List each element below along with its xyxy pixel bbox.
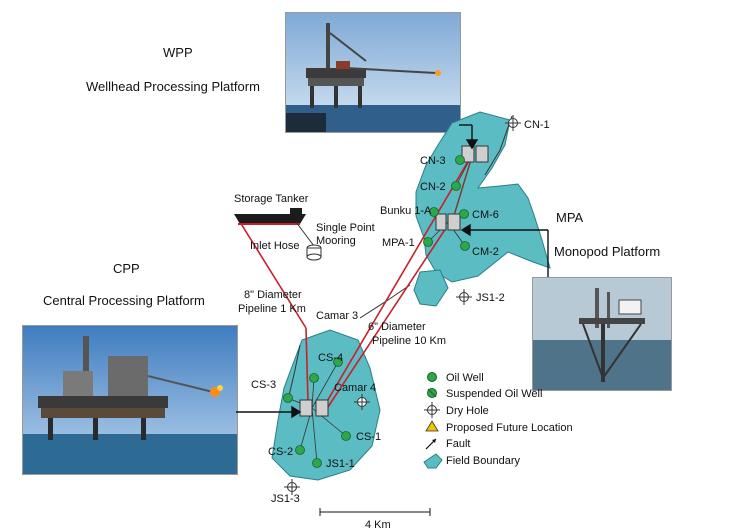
legend-field-boundary-icon [423,453,443,469]
well-label-cn2: CN-2 [420,181,446,193]
wpp-platform [461,145,489,163]
fault-line-mid [359,284,411,319]
mpa-platform [435,213,461,231]
legend-oil-well-label: Oil Well [446,372,484,384]
mpa-full-label: Monopod Platform [554,244,661,259]
well-cs2 [295,445,305,455]
well-label-js12: JS1-2 [476,292,505,304]
well-bunku1a [429,207,439,217]
well-label-cm2: CM-2 [472,246,499,258]
fault-line-south [287,344,301,401]
pipeline-8in-label-2: Pipeline 1 Km [238,303,306,315]
cpp-platform [299,399,329,417]
pipeline-6in-label-1: 6" Diameter [368,321,426,333]
scale-label: 4 Km [365,519,391,531]
well-label-js11: JS1-1 [326,458,355,470]
well-label-cs4: CS-4 [318,352,343,364]
well-label-cs2: CS-2 [268,446,293,458]
well-cm2 [460,241,470,251]
legend-proposed-location-icon [425,420,439,432]
single-point-mooring-label-1: Single Point [316,222,375,234]
scale-bar [319,508,431,516]
legend-proposed-location-label: Proposed Future Location [446,422,573,434]
well-cn2 [451,181,461,191]
dry-hole-camar4 [354,394,370,410]
fault-line-north [484,115,513,176]
legend-fault-label: Fault [446,438,470,450]
well-cm6 [459,209,469,219]
well-cs1 [341,431,351,441]
mpa-abbr-label: MPA [556,210,584,225]
mpa-photo [532,277,672,391]
pipeline-8in-label-1: 8" Diameter [244,289,302,301]
cpp-abbr-label: CPP [113,261,140,276]
pipeline-6in-label-2: Pipeline 10 Km [372,335,446,347]
inlet-hose-label: Inlet Hose [250,240,300,252]
well-label-mpa1: MPA-1 [382,237,415,249]
dry-hole-js13 [284,479,300,495]
storage-tanker-label: Storage Tanker [234,193,309,205]
dry-hole-js12 [456,289,472,305]
well-label-camar3: Camar 3 [316,310,358,322]
well-mpa1 [423,237,433,247]
map-legend: Oil Well Suspended Oil Well Dry Hole Pro… [423,372,573,469]
legend-suspended-oil-well-label: Suspended Oil Well [446,388,542,400]
well-label-cs3: CS-3 [251,379,276,391]
wpp-abbr-label: WPP [163,45,193,60]
well-label-js13: JS1-3 [271,493,300,505]
legend-dry-hole-icon [424,402,440,418]
legend-dry-hole-label: Dry Hole [446,405,489,417]
single-point-mooring-label-2: Mooring [316,235,356,247]
well-js11 [312,458,322,468]
legend-oil-well-icon [427,372,437,382]
well-cn3 [455,155,465,165]
single-point-mooring-icon [306,244,322,261]
wpp-photo [285,12,461,133]
oil-wells [283,155,470,468]
well-cs4 [309,373,319,383]
legend-field-boundary-label: Field Boundary [446,455,520,467]
well-camar3 [333,357,343,367]
well-cs3 [283,393,293,403]
well-label-bunku1a: Bunku 1-A [380,205,432,217]
well-label-cm6: CM-6 [472,209,499,221]
dry-holes [284,115,521,495]
pipelines [239,157,471,411]
well-label-cn3: CN-3 [420,155,446,167]
north-field-boundary [415,111,551,283]
well-label-camar4: Camar 4 [334,382,376,394]
cpp-full-label: Central Processing Platform [43,293,205,308]
small-field-boundary [413,269,449,307]
well-label-cn1: CN-1 [524,119,550,131]
wpp-full-label: Wellhead Processing Platform [86,79,260,94]
storage-tanker-icon [234,208,306,225]
legend-suspended-oil-well-icon [427,388,437,398]
well-label-cs1: CS-1 [356,431,381,443]
cpp-photo [22,325,238,475]
dry-hole-cn1 [505,115,521,131]
